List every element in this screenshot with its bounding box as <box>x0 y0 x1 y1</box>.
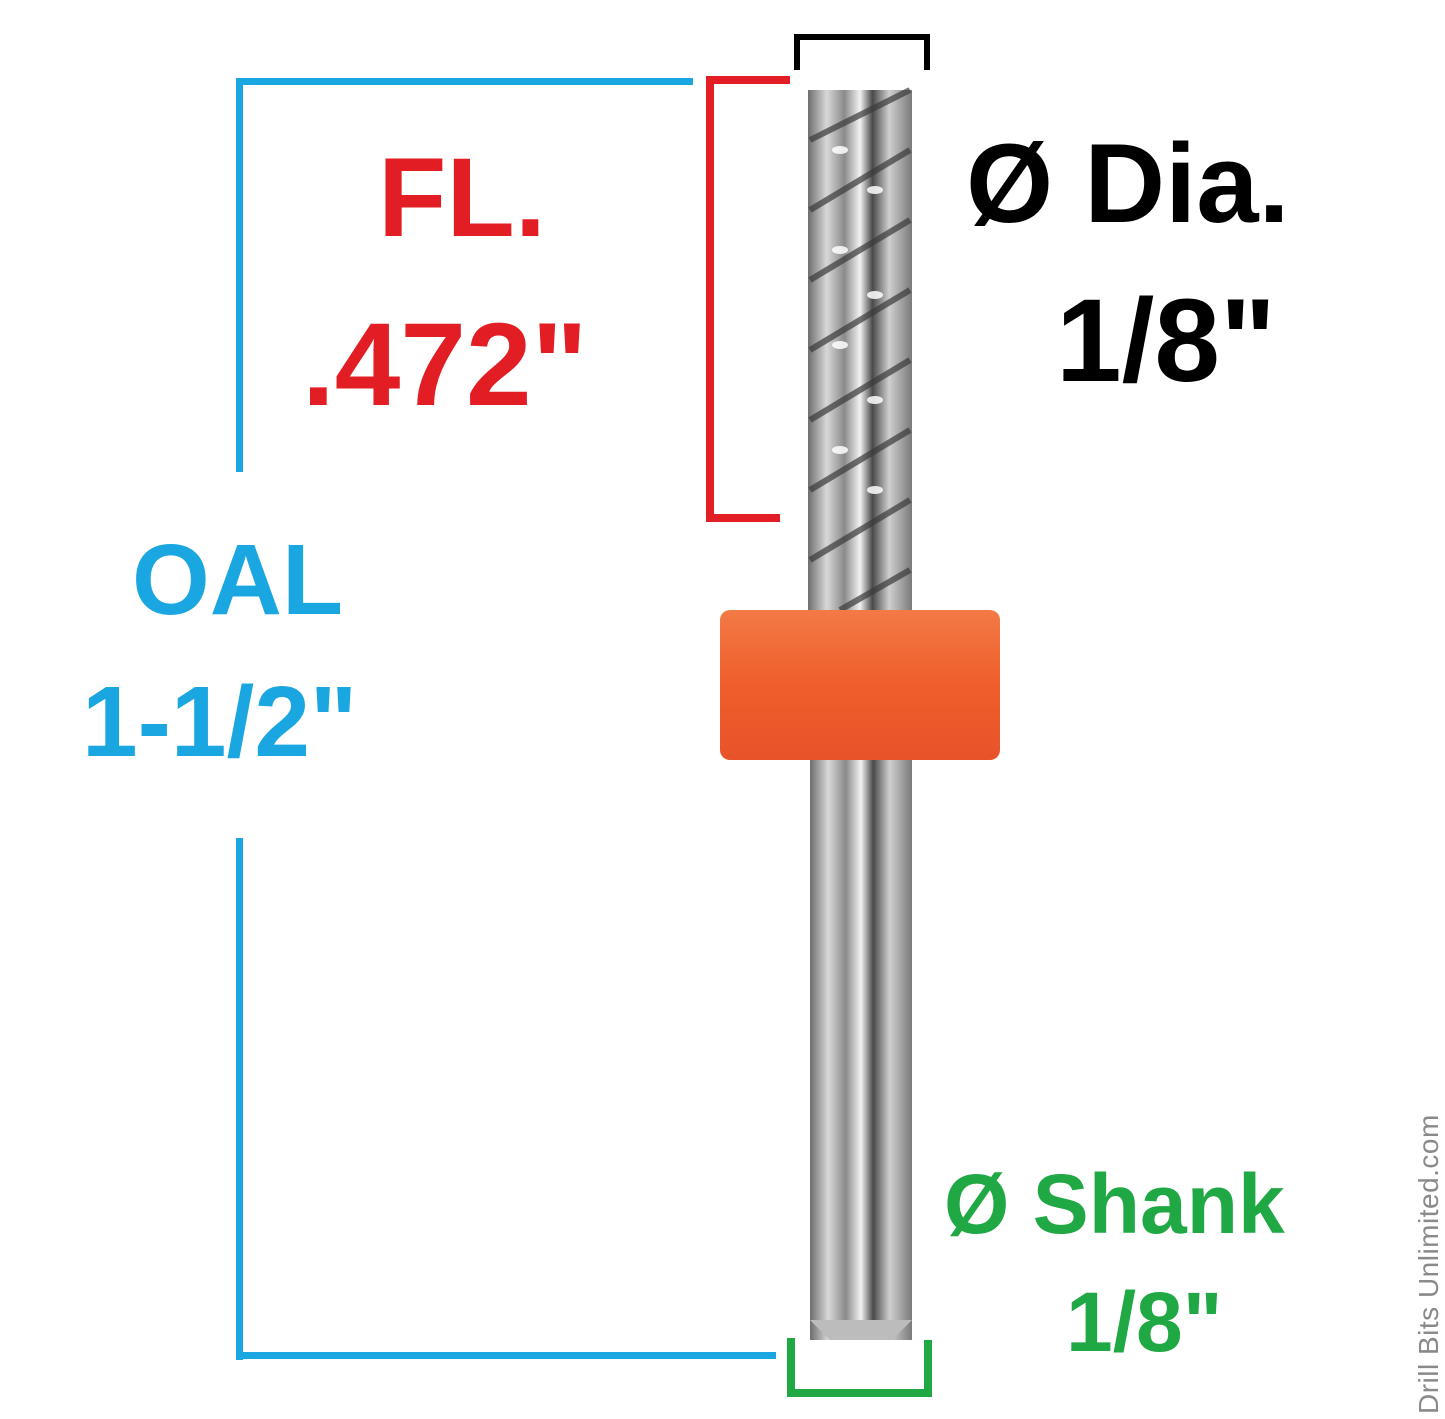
router-bit-illustration <box>720 87 1000 1340</box>
fl-bracket-vertical <box>706 76 714 522</box>
shank-bracket-bottom <box>787 1389 932 1397</box>
shank <box>810 760 912 1340</box>
dia-value: 1/8" <box>1056 275 1276 407</box>
dia-title: Ø Dia. <box>966 121 1290 246</box>
dia-bracket-right <box>924 34 930 70</box>
oal-bracket-bottom <box>236 1352 776 1359</box>
fl-bracket-top <box>706 76 790 84</box>
shank-value: 1/8" <box>1066 1275 1223 1369</box>
depth-ring <box>720 610 1000 760</box>
shank-title: Ø Shank <box>944 1157 1285 1251</box>
dia-bracket-top <box>794 34 930 40</box>
oal-bracket-lower-vertical <box>236 838 243 1360</box>
shank-bracket-right <box>924 1340 932 1397</box>
dia-bracket-left <box>794 34 800 70</box>
flute-section <box>808 87 912 613</box>
fl-title: FL. <box>378 135 546 260</box>
fl-bracket-bottom <box>706 514 780 522</box>
oal-bracket-top <box>236 78 693 85</box>
fl-value: .472" <box>302 299 588 431</box>
oal-title: OAL <box>132 524 344 636</box>
oal-bracket-upper-vertical <box>236 78 243 472</box>
shank-bracket-left <box>787 1338 795 1397</box>
watermark-text: Drill Bits Unlimited.com <box>1413 1114 1444 1414</box>
oal-value: 1-1/2" <box>82 666 358 778</box>
